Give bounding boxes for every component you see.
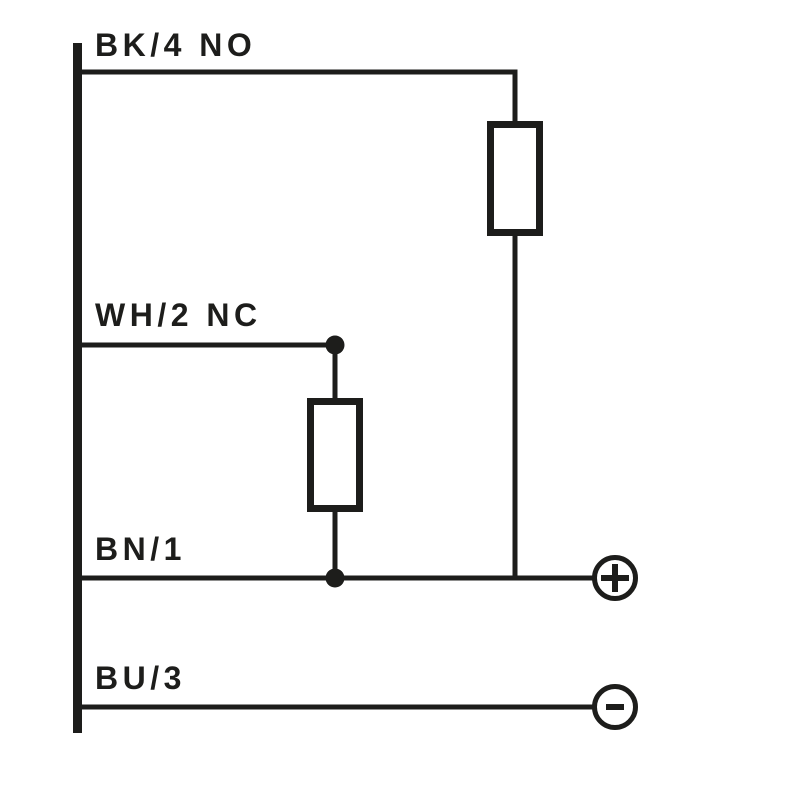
wire-label-bn1: BN/1 — [95, 531, 186, 567]
wire-label-bu3: BU/3 — [95, 660, 186, 696]
plus-sign — [601, 564, 629, 592]
wire-label-bk4-no: BK/4 NO — [95, 27, 256, 63]
plus-terminal-icon — [592, 555, 638, 601]
wire-wh2-nc — [82, 342, 338, 399]
junction-dot-wh2-icon — [325, 335, 345, 355]
load-resistor-bk4-icon — [487, 121, 543, 236]
wire-label-wh2-nc: WH/2 NC — [95, 297, 262, 333]
wire-bk4-no — [82, 69, 518, 121]
minus-terminal-icon — [592, 684, 638, 730]
load-resistor-wh2-icon — [307, 398, 363, 512]
connector-bus-bar — [73, 43, 82, 733]
